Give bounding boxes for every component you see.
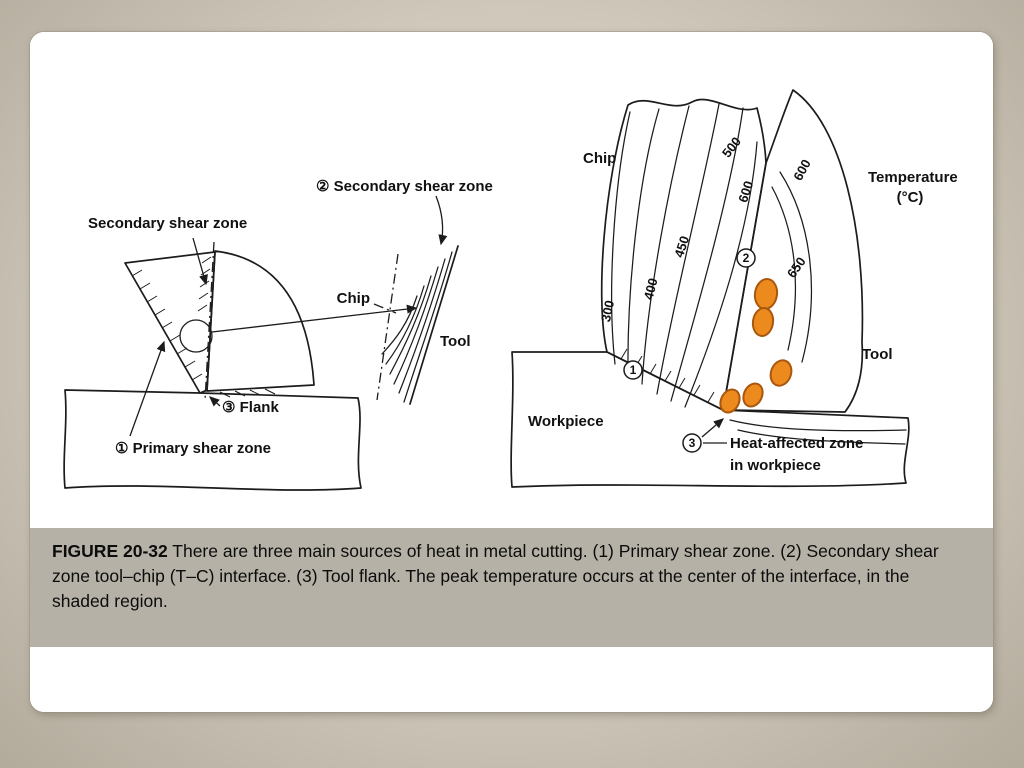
primary-shear-zone-label: ① Primary shear zone bbox=[115, 440, 271, 457]
svg-text:450: 450 bbox=[671, 234, 692, 259]
card-bottom-margin bbox=[30, 647, 993, 712]
right-tool-label: Tool bbox=[862, 346, 893, 363]
left-primary-shear-hatching bbox=[131, 269, 203, 381]
detail-callout-arrow bbox=[211, 304, 418, 333]
primary-shear-leader bbox=[129, 340, 166, 437]
left-tool-outline bbox=[206, 250, 315, 392]
hot-spot-regions bbox=[719, 278, 793, 414]
temperature-label-line2: (°C) bbox=[897, 189, 924, 206]
slide-card: Secondary shear zone ③ Flank ① Primary s… bbox=[30, 32, 993, 712]
flank-leader bbox=[209, 396, 221, 407]
flank-arrow bbox=[701, 418, 724, 438]
workpiece-label: Workpiece bbox=[528, 413, 604, 430]
svg-text:2: 2 bbox=[743, 251, 750, 265]
secondary-shear-zone-label: Secondary shear zone bbox=[88, 215, 247, 232]
figure-caption: FIGURE 20-32 There are three main source… bbox=[30, 528, 993, 647]
detail-title-leader bbox=[435, 195, 448, 246]
marker-2: 2 bbox=[736, 248, 756, 268]
detail-chip-label: Chip bbox=[337, 290, 370, 307]
svg-text:600: 600 bbox=[790, 157, 813, 183]
svg-text:650: 650 bbox=[784, 254, 809, 280]
svg-text:400: 400 bbox=[641, 276, 661, 301]
figure-caption-number: FIGURE 20-32 bbox=[52, 541, 168, 561]
marker-3: 3 bbox=[682, 433, 702, 453]
detail-chip-leader bbox=[373, 303, 397, 314]
detail-tool-face-line bbox=[409, 245, 459, 405]
flank-label: ③ Flank bbox=[222, 399, 279, 416]
svg-text:300: 300 bbox=[598, 299, 617, 323]
left-flank-hatching bbox=[219, 388, 276, 398]
left-schematic: Secondary shear zone ③ Flank ① Primary s… bbox=[63, 215, 418, 491]
svg-text:1: 1 bbox=[630, 363, 637, 377]
temperature-label-line1: Temperature bbox=[868, 169, 958, 186]
right-shear-hatching bbox=[620, 348, 715, 403]
figure-20-32-svg: Secondary shear zone ③ Flank ① Primary s… bbox=[63, 89, 958, 491]
detail-centerline bbox=[376, 253, 399, 401]
svg-text:600: 600 bbox=[735, 179, 756, 204]
detail-title-label: ② Secondary shear zone bbox=[316, 178, 493, 195]
heat-affected-label-line1: Heat-affected zone bbox=[730, 435, 863, 452]
marker-1: 1 bbox=[623, 360, 643, 380]
figure-area: Secondary shear zone ③ Flank ① Primary s… bbox=[30, 32, 993, 528]
right-chip-label: Chip bbox=[583, 150, 616, 167]
left-chip-outline bbox=[124, 251, 216, 394]
isotherm-lines bbox=[611, 103, 907, 445]
right-tool-outline bbox=[722, 89, 864, 413]
secondary-shear-leader bbox=[192, 237, 208, 286]
secondary-shear-detail: ② Secondary shear zone Chip Tool bbox=[316, 178, 493, 405]
detail-flow-lines bbox=[381, 251, 453, 403]
right-workpiece-outline bbox=[510, 351, 910, 488]
detail-callout-circle bbox=[179, 319, 213, 353]
left-secondary-shear-hatching bbox=[197, 256, 212, 312]
right-chip-outline bbox=[600, 98, 767, 411]
left-rake-centerline bbox=[204, 241, 215, 401]
svg-text:3: 3 bbox=[689, 436, 696, 450]
detail-tool-label: Tool bbox=[440, 333, 471, 350]
heat-affected-label-line2: in workpiece bbox=[730, 457, 821, 474]
figure-caption-text: There are three main sources of heat in … bbox=[52, 541, 939, 611]
temperature-diagram: 1 2 3 300 400 450 500 600 bbox=[510, 89, 958, 488]
svg-text:500: 500 bbox=[719, 134, 744, 160]
left-workpiece-outline bbox=[63, 389, 362, 491]
